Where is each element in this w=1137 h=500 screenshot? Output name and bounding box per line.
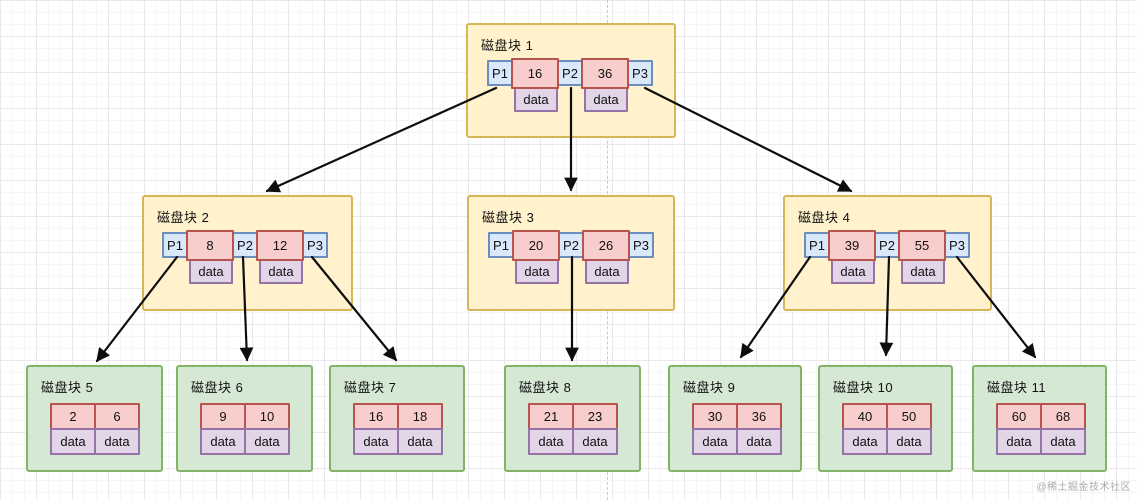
data-cell: data: [94, 428, 140, 455]
data-cell: data: [1040, 428, 1086, 455]
disk-block-1-title: 磁盘块 1: [481, 38, 534, 53]
key-cell: 36: [736, 403, 782, 430]
data-row: data data: [692, 428, 782, 455]
disk-block-6: 磁盘块 6 9 10 data data: [176, 365, 313, 472]
cell-row: P1 16 P2 36 P3: [487, 57, 653, 89]
key-cell-1: 39: [828, 229, 876, 261]
key-row: 21 23: [528, 403, 618, 430]
data-cell: data: [996, 428, 1042, 455]
data-row: data data: [50, 428, 140, 455]
key-row: 2 6: [50, 403, 140, 430]
disk-block-8-title: 磁盘块 8: [519, 380, 572, 395]
data-row: data data: [200, 428, 290, 455]
key-cell: 50: [886, 403, 932, 430]
pointer-cell-p1: P1: [488, 232, 514, 258]
pointer-cell-p3: P3: [302, 232, 328, 258]
key-row: 60 68: [996, 403, 1086, 430]
disk-block-2: 磁盘块 2 P1 8 P2 12 P3 data data: [142, 195, 353, 311]
disk-block-5-title: 磁盘块 5: [41, 380, 94, 395]
key-cell: 30: [692, 403, 738, 430]
disk-block-11: 磁盘块 11 60 68 data data: [972, 365, 1107, 472]
data-cell: data: [692, 428, 738, 455]
disk-block-7-title: 磁盘块 7: [344, 380, 397, 395]
data-cell: data: [200, 428, 246, 455]
key-cell: 68: [1040, 403, 1086, 430]
disk-block-1: 磁盘块 1 P1 16 P2 36 P3 data data: [466, 23, 676, 138]
pointer-cell-p1: P1: [804, 232, 830, 258]
key-row: 16 18: [353, 403, 443, 430]
data-cell: data: [244, 428, 290, 455]
data-row: data data: [353, 428, 443, 455]
key-row: 30 36: [692, 403, 782, 430]
data-cell: data: [585, 258, 629, 284]
disk-block-3-title: 磁盘块 3: [482, 210, 535, 225]
data-cell: data: [353, 428, 399, 455]
disk-block-11-title: 磁盘块 11: [987, 380, 1047, 395]
cell-row: P1 8 P2 12 P3: [162, 229, 328, 261]
data-cell: data: [886, 428, 932, 455]
data-row: data data: [996, 428, 1086, 455]
key-cell: 16: [353, 403, 399, 430]
key-cell: 60: [996, 403, 1042, 430]
disk-block-4-title: 磁盘块 4: [798, 210, 851, 225]
disk-block-7: 磁盘块 7 16 18 data data: [329, 365, 465, 472]
key-cell-2: 12: [256, 229, 304, 261]
disk-block-4: 磁盘块 4 P1 39 P2 55 P3 data data: [783, 195, 992, 311]
pointer-cell-p2: P2: [874, 232, 900, 258]
key-row: 40 50: [842, 403, 932, 430]
key-cell: 23: [572, 403, 618, 430]
pointer-cell-p1: P1: [487, 60, 513, 86]
key-cell-2: 36: [581, 57, 629, 89]
watermark: @稀土掘金技术社区: [1036, 482, 1131, 493]
key-cell: 18: [397, 403, 443, 430]
data-cell: data: [842, 428, 888, 455]
cell-row: P1 20 P2 26 P3: [488, 229, 654, 261]
data-cell: data: [50, 428, 96, 455]
key-cell: 2: [50, 403, 96, 430]
disk-block-6-title: 磁盘块 6: [191, 380, 244, 395]
key-cell-1: 8: [186, 229, 234, 261]
disk-block-10-title: 磁盘块 10: [833, 380, 894, 395]
pointer-cell-p3: P3: [627, 60, 653, 86]
disk-block-10: 磁盘块 10 40 50 data data: [818, 365, 953, 472]
key-cell: 21: [528, 403, 574, 430]
pointer-cell-p2: P2: [232, 232, 258, 258]
key-cell: 9: [200, 403, 246, 430]
key-cell: 10: [244, 403, 290, 430]
pointer-cell-p3: P3: [944, 232, 970, 258]
key-row: 9 10: [200, 403, 290, 430]
cell-row: P1 39 P2 55 P3: [804, 229, 970, 261]
pointer-cell-p3: P3: [628, 232, 654, 258]
disk-block-9: 磁盘块 9 30 36 data data: [668, 365, 802, 472]
data-cell: data: [514, 86, 558, 112]
data-cell: data: [584, 86, 628, 112]
disk-block-9-title: 磁盘块 9: [683, 380, 736, 395]
pointer-cell-p2: P2: [558, 232, 584, 258]
key-cell: 6: [94, 403, 140, 430]
key-cell-1: 20: [512, 229, 560, 261]
pointer-cell-p1: P1: [162, 232, 188, 258]
disk-block-2-title: 磁盘块 2: [157, 210, 210, 225]
data-cell: data: [515, 258, 559, 284]
data-cell: data: [259, 258, 303, 284]
data-row: data data: [842, 428, 932, 455]
data-cell: data: [572, 428, 618, 455]
data-cell: data: [397, 428, 443, 455]
key-cell-2: 55: [898, 229, 946, 261]
pointer-cell-p2: P2: [557, 60, 583, 86]
disk-block-3: 磁盘块 3 P1 20 P2 26 P3 data data: [467, 195, 675, 311]
data-cell: data: [901, 258, 945, 284]
key-cell: 40: [842, 403, 888, 430]
data-cell: data: [528, 428, 574, 455]
disk-block-5: 磁盘块 5 2 6 data data: [26, 365, 163, 472]
data-cell: data: [736, 428, 782, 455]
data-cell: data: [189, 258, 233, 284]
arrow-b1p1-b2: [265, 86, 498, 193]
disk-block-8: 磁盘块 8 21 23 data data: [504, 365, 641, 472]
data-row: data data: [528, 428, 618, 455]
key-cell-2: 26: [582, 229, 630, 261]
data-cell: data: [831, 258, 875, 284]
key-cell-1: 16: [511, 57, 559, 89]
